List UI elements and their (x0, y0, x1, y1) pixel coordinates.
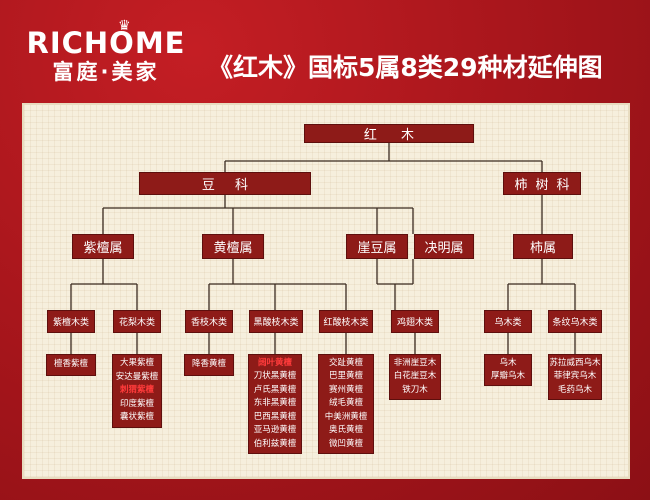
species-item: 刀状黑黄檀 (253, 371, 297, 382)
node-class-3: 香枝木类 (185, 310, 233, 333)
species-item: 奥氏黄檀 (328, 425, 363, 436)
species-item: 东非黑黄檀 (253, 398, 297, 409)
species-item: 檀香紫檀 (53, 359, 88, 370)
species-item: 中美洲黄檀 (324, 411, 368, 422)
species-item: 刺猬紫檀 (119, 385, 154, 396)
species-item: 厚瓣乌木 (490, 371, 525, 381)
species-item: 赛州黄檀 (328, 384, 363, 395)
species-item: 乌木 (499, 357, 517, 368)
node-class-2: 花梨木类 (113, 310, 161, 333)
node-class-6: 鸡翅木类 (391, 310, 439, 333)
species-list: 苏拉威西乌木菲律宾乌木毛药乌木 (548, 354, 602, 400)
species-item: 苏拉威西乌木 (549, 357, 601, 368)
species-item: 白花崖豆木 (393, 371, 437, 382)
species-item: 微凹黄檀 (328, 438, 363, 449)
species-item: 菲律宾乌木 (553, 371, 597, 382)
species-item: 巴里黄檀 (328, 371, 363, 382)
species-list: 大果紫檀安达曼紫檀刺猬紫檀印度紫檀囊状紫檀 (112, 354, 162, 428)
node-class-5: 红酸枝木类 (319, 310, 373, 333)
node-genus-pterocarpus: 紫檀属 (72, 234, 134, 259)
node-family-ebony: 柿树科 (503, 172, 581, 195)
node-genus-diospyros: 柿属 (513, 234, 573, 259)
species-list: 阔叶黄檀刀状黑黄檀卢氏黑黄檀东非黑黄檀巴西黑黄檀亚马逊黄檀伯利兹黄檀 (248, 354, 302, 454)
page-title: 《红木》国标5属8类29种材延伸图 (208, 53, 603, 82)
node-class-8: 条纹乌木类 (548, 310, 602, 333)
species-item: 毛药乌木 (557, 384, 592, 395)
species-item: 非洲崖豆木 (393, 357, 437, 368)
species-item: 安达曼紫檀 (115, 371, 159, 382)
species-item: 降香黄檀 (191, 359, 226, 370)
brand-block: ♛ RICHOME 富庭·美家 (22, 18, 190, 86)
node-genus-millettia: 崖豆属 (346, 234, 408, 259)
node-genus-cassia: 决明属 (414, 234, 474, 259)
node-family-legume: 豆 科 (139, 172, 311, 195)
brand-tagline: 富庭·美家 (52, 60, 160, 84)
node-genus-dalbergia: 黄檀属 (202, 234, 264, 259)
species-item: 巴西黑黄檀 (253, 411, 297, 422)
node-class-7: 乌木类 (484, 310, 532, 333)
species-item: 印度紫檀 (119, 398, 154, 409)
species-list: 交趾黄檀巴里黄檀赛州黄檀绒毛黄檀中美洲黄檀奥氏黄檀微凹黄檀 (318, 354, 374, 454)
node-root: 红 木 (304, 124, 474, 143)
species-item: 铁刀木 (402, 384, 428, 395)
species-item: 亚马逊黄檀 (253, 425, 297, 436)
species-item: 卢氏黑黄檀 (253, 384, 297, 395)
species-list: 乌木厚瓣乌木 (484, 354, 532, 386)
node-class-4: 黑酸枝木类 (249, 310, 303, 333)
species-list: 降香黄檀 (184, 354, 234, 376)
species-item: 绒毛黄檀 (328, 398, 363, 409)
species-item: 大果紫檀 (119, 358, 154, 369)
species-item: 囊状紫檀 (119, 412, 154, 423)
species-item: 阔叶黄檀 (257, 357, 292, 368)
crown-icon: ♛ (118, 18, 131, 34)
species-item: 交趾黄檀 (328, 357, 363, 368)
species-list: 檀香紫檀 (46, 354, 96, 376)
species-list: 非洲崖豆木白花崖豆木铁刀木 (389, 354, 441, 400)
node-class-1: 紫檀木类 (47, 310, 95, 333)
species-item: 伯利兹黄檀 (253, 438, 297, 449)
brand-logo: RICHOME (26, 26, 186, 60)
